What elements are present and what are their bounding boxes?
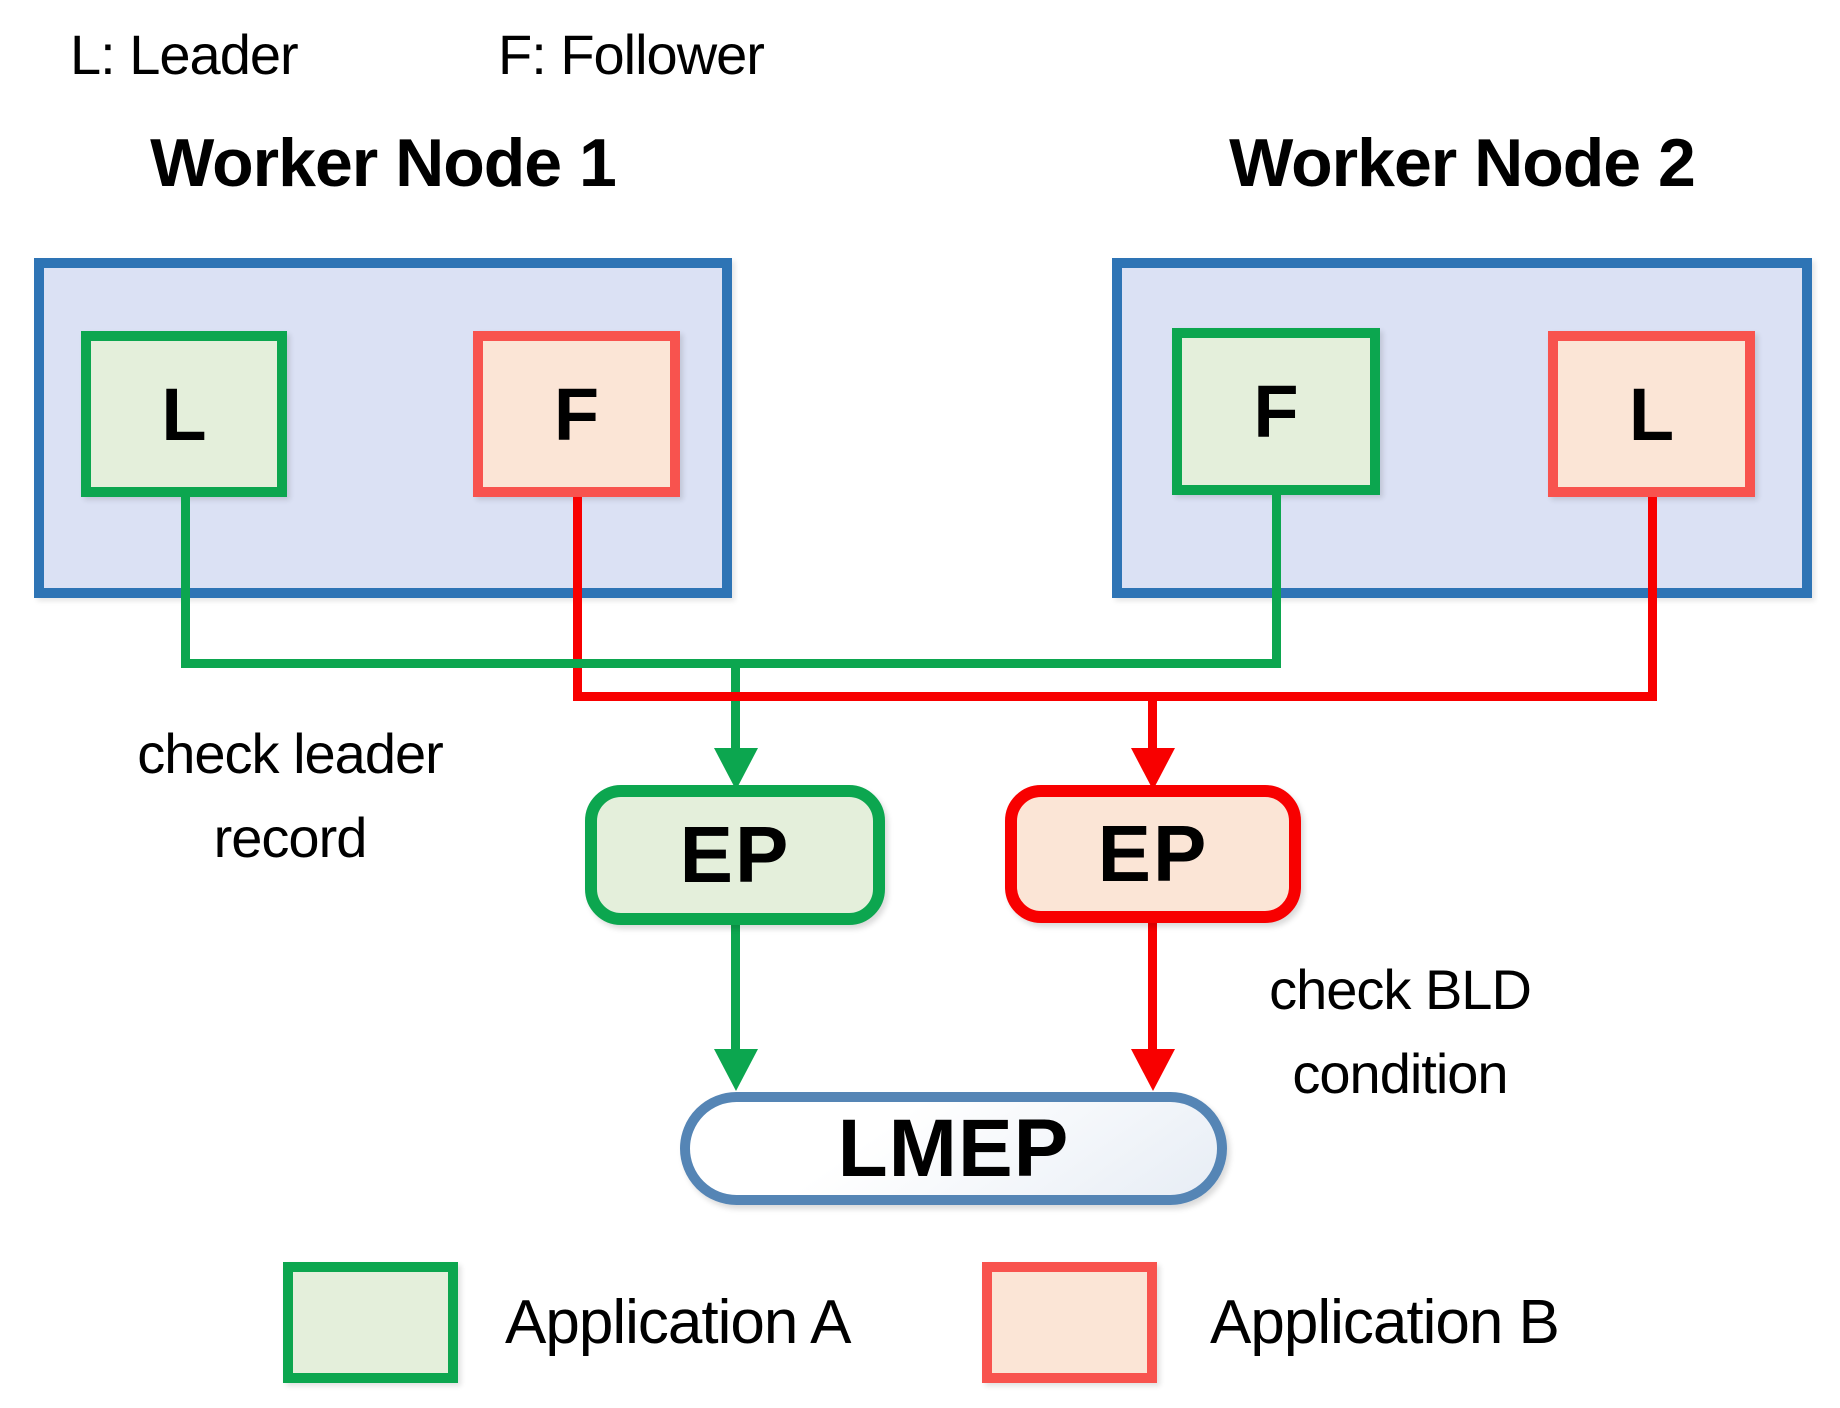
- worker-node-1-title: Worker Node 1: [150, 125, 617, 201]
- red-arrowhead-to-lmep: [1131, 1049, 1175, 1091]
- connector-red-node1-follower: [573, 497, 582, 701]
- annotation-line: check leader: [137, 722, 444, 785]
- annotation-check-leader-record: check leader record: [60, 712, 520, 880]
- worker-node-1-follower-cell: F: [473, 331, 680, 497]
- connector-green-ep-to-lmep: [731, 925, 740, 1051]
- legend-label-application-a: Application A: [505, 1288, 851, 1357]
- ep-label: EP: [1097, 809, 1209, 898]
- connector-green-drop-to-ep: [731, 659, 740, 751]
- green-arrowhead-to-ep: [714, 748, 758, 790]
- green-arrowhead-to-lmep: [714, 1049, 758, 1091]
- cell-label: L: [161, 372, 207, 456]
- annotation-check-bld-condition: check BLD condition: [1180, 948, 1620, 1116]
- worker-node-1-leader-cell: L: [81, 331, 287, 497]
- annotation-line: record: [213, 806, 368, 869]
- legend-follower-abbr: F: Follower: [498, 23, 765, 86]
- red-arrowhead-to-ep: [1131, 748, 1175, 790]
- ep-application-b: EP: [1005, 785, 1301, 923]
- connector-red-node2-leader: [1648, 497, 1657, 701]
- ep-label: EP: [679, 810, 791, 899]
- connector-green-node1-leader: [181, 497, 190, 668]
- lmep-label: LMEP: [837, 1102, 1070, 1194]
- cell-label: F: [1253, 370, 1299, 453]
- connector-green-node2-follower: [1272, 495, 1281, 668]
- worker-node-2-title: Worker Node 2: [1229, 125, 1696, 201]
- ep-application-a: EP: [585, 785, 885, 925]
- connector-red-horizontal: [573, 692, 1657, 701]
- cell-label: L: [1628, 372, 1675, 456]
- annotation-line: condition: [1292, 1042, 1508, 1105]
- annotation-line: check BLD: [1269, 958, 1532, 1021]
- legend-swatch-application-a: [283, 1262, 458, 1383]
- worker-node-2-follower-cell: F: [1172, 328, 1380, 495]
- legend-leader-abbr: L: Leader: [70, 23, 299, 86]
- lmep-box: LMEP: [680, 1092, 1227, 1205]
- worker-node-2-leader-cell: L: [1548, 331, 1755, 497]
- legend-label-application-b: Application B: [1210, 1288, 1560, 1357]
- legend-swatch-application-b: [982, 1262, 1157, 1383]
- cell-label: F: [553, 372, 600, 456]
- connector-red-drop-to-ep: [1148, 692, 1157, 751]
- connector-red-ep-to-lmep: [1148, 923, 1157, 1051]
